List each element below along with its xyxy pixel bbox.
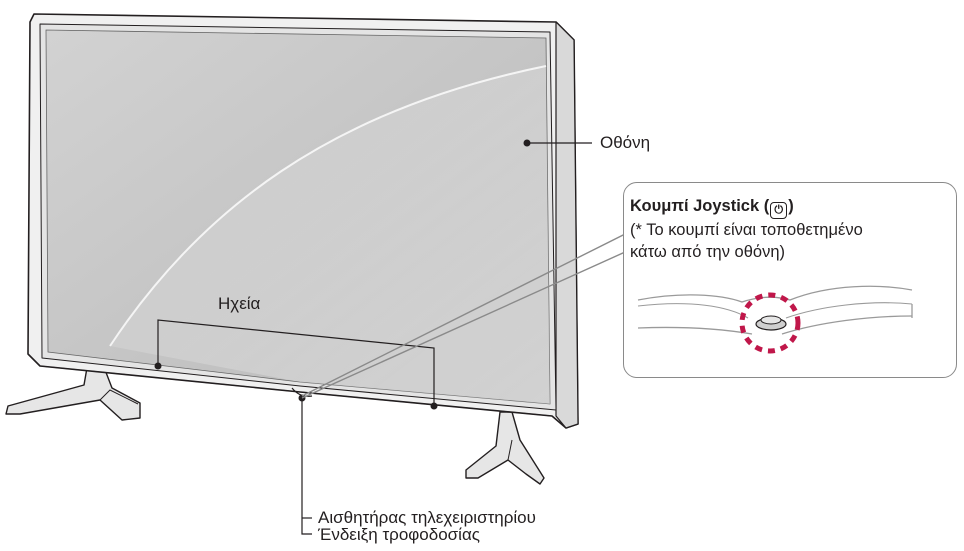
joystick-title: Κουμπί Joystick (⏻) [630,196,794,219]
left-stand [5,361,141,421]
joystick-note-line1: (* Το κουμπί είναι τοποθετημένο [630,221,863,239]
power-icon: ⏻ [770,202,788,219]
speakers-label: Ηχεία [218,294,261,313]
screen-leader [523,139,592,147]
speakers-bracket [154,319,438,410]
joystick-title-text: Κουμπί Joystick ( [630,197,770,215]
sensor-leader [298,394,312,535]
power-indicator-label: Ένδειξη τροφοδοσίας [318,525,480,544]
joystick-note-line2: κάτω από την οθόνη) [630,243,786,261]
remote-sensor-label: Αισθητήρας τηλεχειριστηρίου [318,508,536,527]
screen-label: Οθόνη [600,133,651,152]
right-stand [465,411,545,485]
joystick-title-close: ) [788,197,794,215]
callout-wedge [301,212,677,399]
